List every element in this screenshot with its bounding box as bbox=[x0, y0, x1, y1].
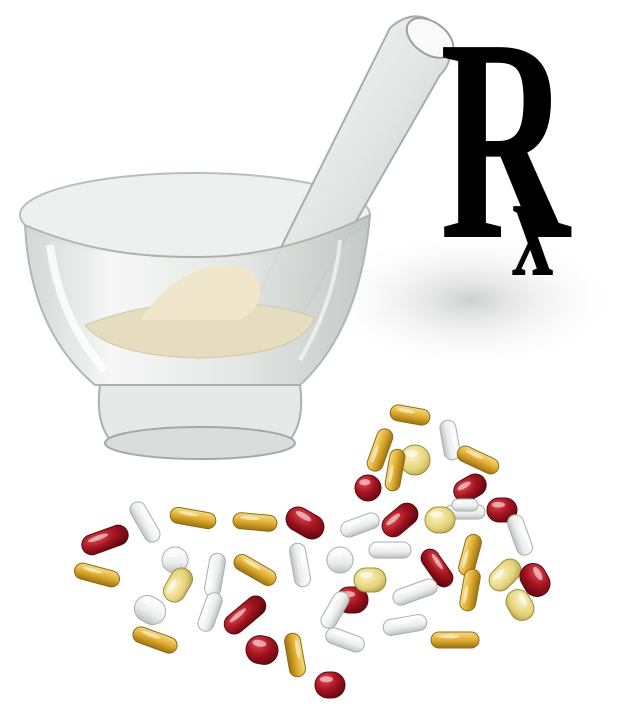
pill-capsule bbox=[453, 473, 487, 503]
pill-capsule bbox=[132, 626, 178, 654]
pill-capsule bbox=[223, 595, 267, 635]
pill-capsule bbox=[519, 563, 551, 597]
pill-highlight bbox=[295, 510, 312, 522]
pill-highlight bbox=[462, 550, 469, 568]
pill-highlight bbox=[371, 444, 379, 463]
pill-capsule bbox=[197, 592, 223, 632]
pill-highlight bbox=[319, 676, 333, 683]
pill-highlight bbox=[450, 425, 456, 444]
pill-capsule bbox=[389, 404, 431, 426]
pill-capsule bbox=[381, 502, 419, 538]
pill-highlight bbox=[208, 570, 214, 590]
pill-capsule bbox=[289, 542, 311, 588]
pill-capsule bbox=[204, 552, 226, 598]
pill-highlight bbox=[397, 408, 415, 414]
prescription-rx-symbol: R x bbox=[440, 0, 570, 308]
pill-highlight bbox=[375, 544, 395, 549]
pill-capsule bbox=[354, 474, 382, 502]
pill-highlight bbox=[166, 551, 178, 558]
softgel-capsule bbox=[163, 567, 193, 603]
pill-capsule bbox=[133, 595, 167, 625]
mortar-icon bbox=[19, 15, 455, 460]
pill-highlight bbox=[438, 634, 460, 639]
pill-highlight bbox=[243, 558, 261, 570]
softgel-capsule bbox=[353, 567, 387, 593]
pill-capsule bbox=[285, 506, 325, 540]
pill-highlight bbox=[324, 604, 335, 621]
pill-highlight bbox=[331, 551, 343, 558]
pill-highlight bbox=[429, 511, 443, 518]
pill-capsule bbox=[169, 506, 217, 530]
pill-highlight bbox=[295, 639, 301, 659]
pill-highlight bbox=[88, 533, 109, 543]
pill-highlight bbox=[457, 481, 471, 491]
pill-highlight bbox=[389, 619, 409, 625]
softgel-capsule bbox=[505, 589, 535, 621]
pill-highlight bbox=[240, 515, 260, 521]
pill-highlight bbox=[465, 450, 484, 460]
pill-capsule bbox=[129, 501, 161, 543]
pill-highlight bbox=[491, 501, 505, 508]
pill-highlight bbox=[201, 607, 209, 624]
pill-highlight bbox=[492, 568, 505, 581]
pill-capsule bbox=[284, 632, 306, 678]
softgel-capsule bbox=[424, 506, 456, 534]
rx-letter-r: R bbox=[440, 0, 570, 300]
pill-highlight bbox=[178, 510, 199, 517]
pill-capsule bbox=[368, 541, 412, 559]
pill-highlight bbox=[345, 519, 363, 527]
pill-capsule bbox=[456, 445, 500, 475]
pill-capsule bbox=[81, 524, 129, 556]
pill-highlight bbox=[388, 465, 394, 484]
pill-highlight bbox=[456, 500, 468, 504]
pill-capsule bbox=[74, 562, 120, 588]
rx-letter-x: x bbox=[512, 142, 554, 308]
pill-capsule bbox=[439, 419, 461, 461]
pill-highlight bbox=[300, 549, 306, 569]
pill-capsule bbox=[320, 591, 350, 629]
pill-capsule bbox=[232, 512, 278, 532]
pill-highlight bbox=[143, 598, 156, 608]
pills-icon bbox=[74, 404, 551, 699]
pill-capsule bbox=[507, 514, 533, 556]
pill-highlight bbox=[517, 520, 526, 538]
pill-highlight bbox=[386, 513, 401, 526]
pill-highlight bbox=[359, 479, 371, 486]
pill-capsule bbox=[382, 614, 428, 636]
pill-highlight bbox=[82, 566, 103, 574]
pill-capsule bbox=[420, 548, 454, 588]
pill-capsule bbox=[326, 546, 354, 574]
pill-highlight bbox=[518, 592, 527, 606]
pill-capsule bbox=[233, 554, 277, 586]
pill-capsule bbox=[430, 631, 480, 649]
pill-highlight bbox=[141, 630, 161, 639]
pill-highlight bbox=[140, 507, 151, 525]
pill-highlight bbox=[359, 571, 374, 578]
softgel-capsule bbox=[488, 558, 522, 592]
pill-highlight bbox=[333, 631, 350, 639]
pill-capsule bbox=[392, 578, 438, 606]
pill-capsule bbox=[314, 671, 346, 699]
pill-capsule bbox=[451, 498, 479, 512]
pill-highlight bbox=[431, 553, 443, 570]
pill-highlight bbox=[167, 579, 177, 594]
pill-highlight bbox=[533, 566, 543, 581]
pill-highlight bbox=[463, 585, 469, 604]
pill-highlight bbox=[404, 449, 418, 457]
pill-capsule bbox=[340, 512, 380, 538]
pill-capsule bbox=[245, 635, 279, 665]
mortar-shadow bbox=[320, 230, 620, 370]
pill-highlight bbox=[229, 608, 246, 623]
pill-capsule bbox=[325, 627, 365, 653]
pill-highlight bbox=[252, 639, 267, 647]
pill-highlight bbox=[399, 586, 419, 595]
